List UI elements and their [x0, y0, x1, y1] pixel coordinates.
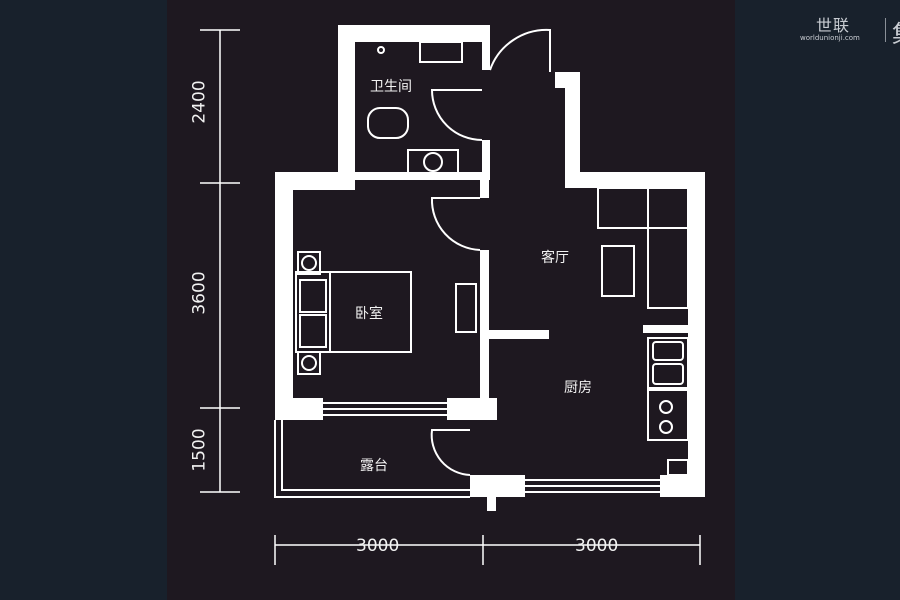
room-label-balcony: 露台 — [360, 458, 388, 474]
dimension-3000-right: 3000 — [575, 536, 619, 556]
floor-plan-panel — [167, 0, 735, 600]
dimension-3000-left: 3000 — [356, 536, 400, 556]
walls — [275, 25, 705, 511]
dimension-1500: 1500 — [189, 428, 210, 472]
logo-name: 世联 — [816, 16, 851, 35]
logo-suffix: 集 — [892, 14, 900, 49]
dimension-lines — [200, 29, 701, 565]
fixtures — [274, 28, 689, 498]
room-label-bathroom: 卫生间 — [370, 79, 412, 95]
dimension-2400: 2400 — [189, 80, 210, 124]
logo-site: worldunionji.com — [800, 34, 860, 42]
logo-divider — [885, 18, 886, 42]
dimension-3600: 3600 — [189, 271, 210, 315]
room-label-bedroom: 卧室 — [355, 306, 383, 322]
room-label-living-room: 客厅 — [541, 250, 569, 266]
room-label-kitchen: 厨房 — [564, 380, 592, 396]
